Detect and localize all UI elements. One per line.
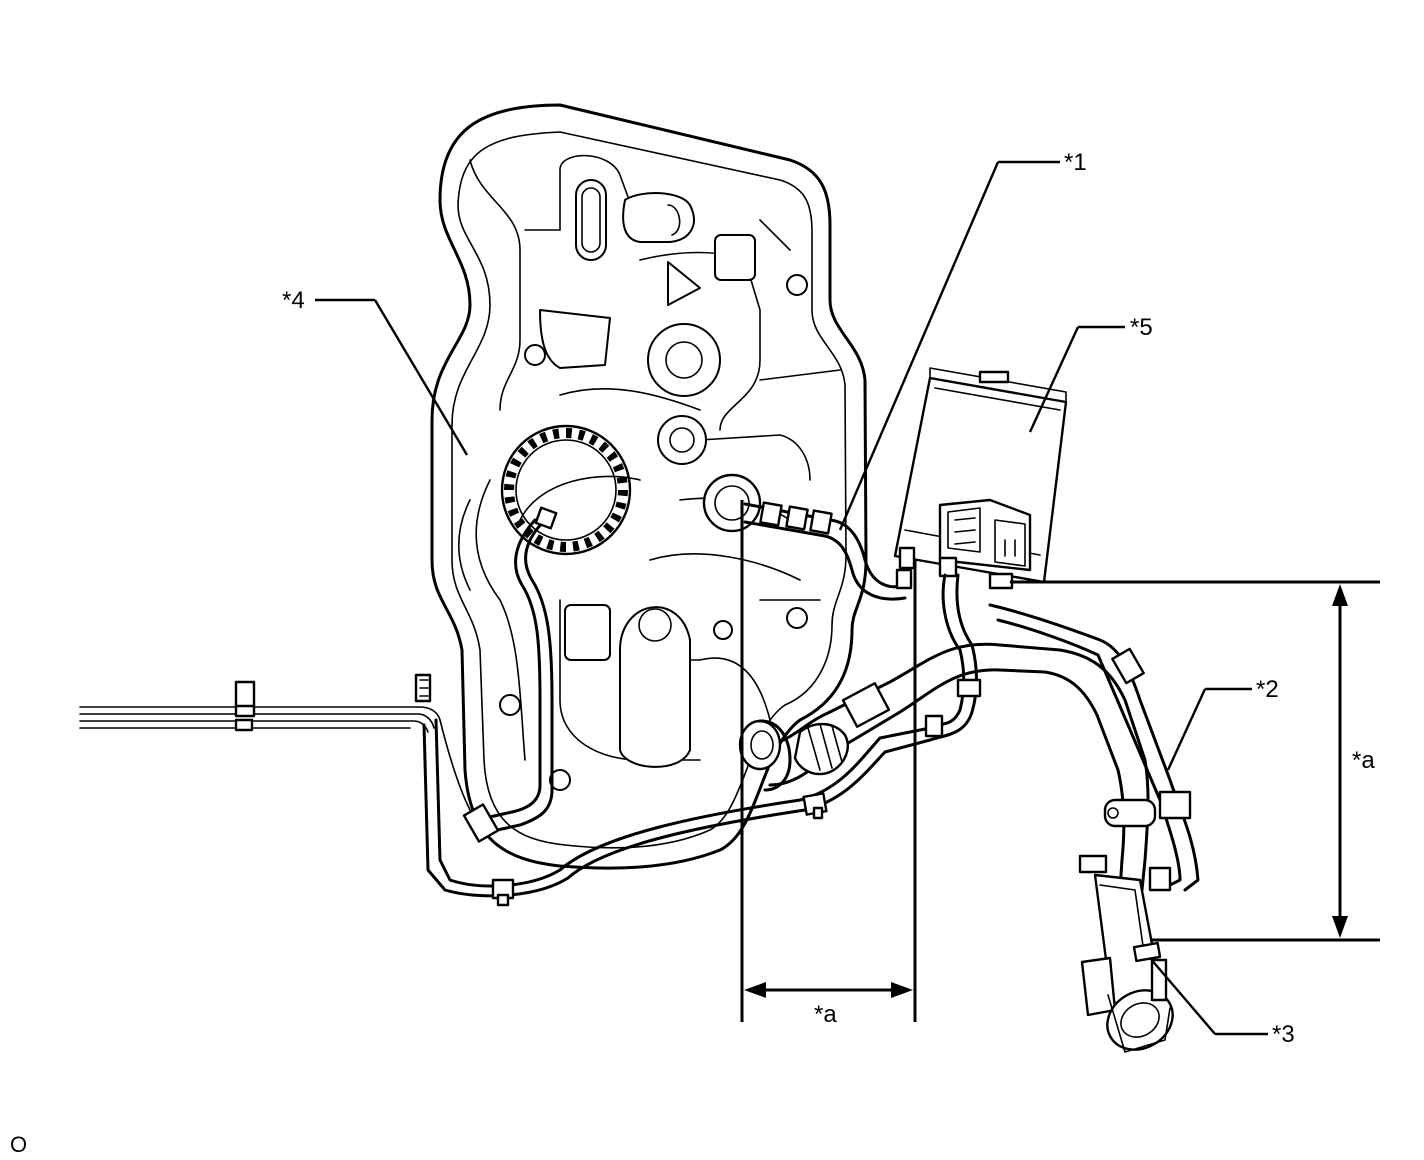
ring-tooth xyxy=(513,518,526,529)
callout-5: *5 xyxy=(1130,314,1153,341)
ring-tooth xyxy=(577,429,586,441)
ring-tooth xyxy=(615,501,627,510)
callout-leaders xyxy=(315,160,1268,1036)
ring-tooth xyxy=(617,490,628,497)
ring-tooth xyxy=(539,431,549,444)
horizontal-dimension xyxy=(740,500,917,1022)
ring-tooth xyxy=(606,451,619,462)
dimension-label-vertical: *a xyxy=(1352,747,1375,774)
ring-tooth xyxy=(598,441,610,453)
ring-tooth xyxy=(533,534,544,546)
fuel-hoses xyxy=(79,501,982,907)
callout-3: *3 xyxy=(1272,1021,1295,1048)
ring-tooth xyxy=(603,522,615,534)
ring-tooth xyxy=(594,530,605,543)
arrowhead-right xyxy=(891,982,913,998)
corner-mark: O xyxy=(10,1132,27,1157)
callout-4: *4 xyxy=(282,287,305,314)
ring-tooth xyxy=(522,527,534,539)
ring-tooth xyxy=(527,437,538,450)
ring-tooth xyxy=(612,463,625,473)
ring-tooth xyxy=(504,483,515,490)
ring-tooth xyxy=(583,536,593,549)
arrowhead-left xyxy=(744,982,766,998)
ring-tooth xyxy=(566,428,573,439)
vertical-dimension xyxy=(1010,580,1380,942)
ring-tooth xyxy=(559,541,566,552)
callout-1: *1 xyxy=(1064,149,1087,176)
ring-tooth xyxy=(507,507,520,517)
ring-tooth xyxy=(517,446,529,458)
arrowhead-up xyxy=(1332,584,1348,606)
fuel-tank-inlet-pipe xyxy=(738,603,1200,1053)
ring-tooth xyxy=(546,539,555,551)
pump-ring-teeth xyxy=(504,428,628,552)
ring-tooth xyxy=(552,428,560,440)
charcoal-canister xyxy=(893,367,1068,590)
callout-2: *2 xyxy=(1256,676,1279,703)
ring-tooth xyxy=(610,512,622,523)
ring-tooth xyxy=(510,457,522,468)
arrowhead-down xyxy=(1332,916,1348,938)
dimension-label-horizontal: *a xyxy=(814,1001,837,1028)
ring-tooth xyxy=(504,496,516,504)
ring-tooth xyxy=(572,540,580,552)
ring-tooth xyxy=(505,470,517,479)
ring-tooth xyxy=(588,434,599,446)
